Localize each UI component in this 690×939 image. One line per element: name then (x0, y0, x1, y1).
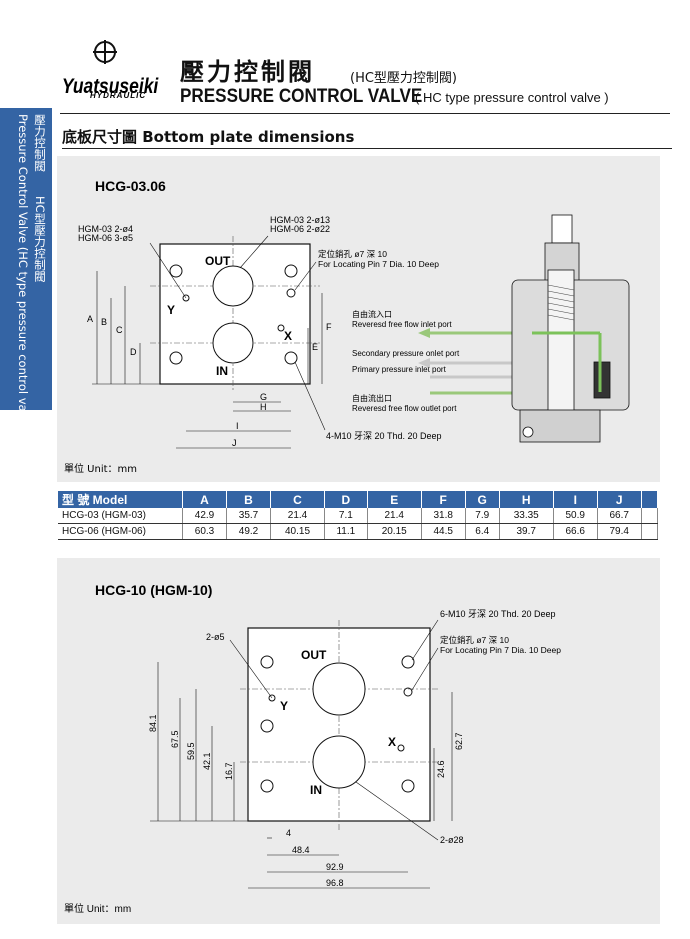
svg-text:For Locating Pin 7 Dia. 10 Dee: For Locating Pin 7 Dia. 10 Deep (440, 645, 561, 655)
svg-text:OUT: OUT (301, 648, 327, 662)
svg-text:42.1: 42.1 (202, 752, 212, 770)
svg-text:16.7: 16.7 (224, 762, 234, 780)
svg-text:6-M10 牙深 20 Thd. 20 Deep: 6-M10 牙深 20 Thd. 20 Deep (440, 609, 556, 619)
svg-text:67.5: 67.5 (170, 730, 180, 748)
svg-text:84.1: 84.1 (148, 714, 158, 732)
svg-text:96.8: 96.8 (326, 878, 344, 888)
svg-text:單位 Unit：mm: 單位 Unit：mm (64, 902, 131, 915)
svg-text:59.5: 59.5 (186, 742, 196, 760)
in-port (313, 736, 365, 788)
svg-text:48.4: 48.4 (292, 845, 310, 855)
svg-text:24.6: 24.6 (436, 760, 446, 778)
svg-text:2-ø28: 2-ø28 (440, 835, 464, 845)
svg-text:92.9: 92.9 (326, 862, 344, 872)
out-port (313, 663, 365, 715)
svg-text:2-ø5: 2-ø5 (206, 632, 225, 642)
svg-text:X: X (388, 735, 396, 749)
svg-text:定位銷孔 ø7 深 10: 定位銷孔 ø7 深 10 (440, 635, 509, 645)
svg-text:4: 4 (286, 828, 291, 838)
svg-text:IN: IN (310, 783, 322, 797)
diagram2-title: HCG-10 (HGM-10) (95, 582, 212, 598)
svg-text:62.7: 62.7 (454, 732, 464, 750)
svg-text:Y: Y (280, 699, 288, 713)
